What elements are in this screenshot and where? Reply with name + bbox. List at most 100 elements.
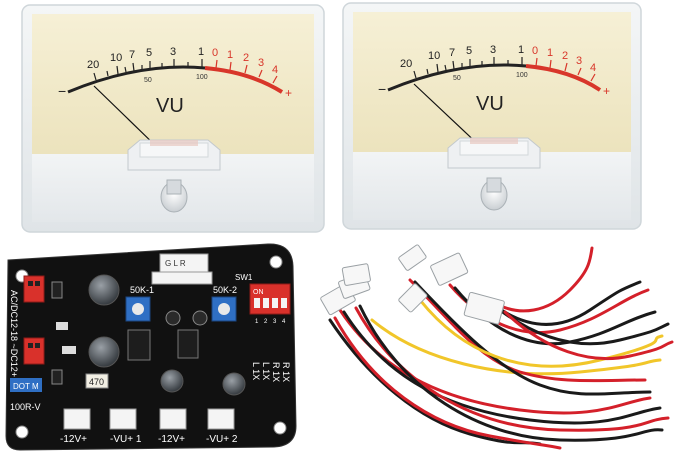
wire-yellow (418, 298, 664, 368)
wire-black (498, 308, 670, 346)
meter-label-red-2: 2 (243, 52, 249, 64)
cap-470-label: 470 (89, 377, 104, 387)
red-terminal-connector (23, 275, 45, 303)
meter-label-10: 10 (110, 52, 122, 64)
wire-harness (328, 246, 674, 450)
meter-label-red-0: 0 (532, 45, 538, 57)
switch-on-label: ON (253, 289, 264, 296)
meter-label-7: 7 (129, 49, 135, 61)
meter-unit-vu: VU (476, 93, 504, 115)
mode-label-r1x-2: R 1X (271, 362, 281, 382)
meter-label-red-1: 1 (547, 47, 553, 59)
model-label: 100R-V (10, 402, 41, 412)
meter-ticks-red (535, 57, 596, 82)
meter-plus: + (285, 86, 292, 100)
meter-ticks-red (215, 59, 278, 84)
ic-chip (127, 329, 151, 361)
meter-minus: − (58, 83, 66, 99)
meter-label-20: 20 (400, 58, 412, 70)
pcb-substrate (5, 243, 297, 451)
meter-label-red-2: 2 (562, 50, 568, 62)
meter-label-1: 1 (518, 44, 524, 56)
capacitor (88, 274, 120, 306)
meter-label-3: 3 (490, 44, 496, 56)
switch-num-2: 2 (264, 319, 268, 325)
meter-label-red-3: 3 (576, 55, 582, 67)
pot2-label: 50K-2 (213, 285, 237, 295)
meter-scale-arc-red (204, 66, 284, 94)
meter-needle (93, 85, 161, 151)
dot-m-block (10, 378, 42, 392)
wire-yellow (370, 318, 662, 376)
meter-label-1: 1 (198, 46, 204, 58)
wire-red (333, 316, 562, 450)
top-conn-label: G L R (165, 259, 186, 268)
meter-label-7: 7 (449, 47, 455, 59)
meter-scale-arc-black (67, 65, 206, 94)
wire-black (492, 280, 642, 326)
wire-black (342, 310, 662, 425)
switch-label: SW1 (235, 273, 253, 282)
capacitor (222, 372, 246, 396)
meter-label-red-1: 1 (227, 49, 233, 61)
pot1-label: 50K-1 (130, 285, 154, 295)
bottom-label-3: -12V+ (158, 434, 185, 445)
meter-label-red-4: 4 (272, 64, 278, 76)
vu-meter-2: 20 10 7 5 3 1 0 1 2 3 4 50 100 − + VU (342, 2, 642, 230)
meter-label-red-3: 3 (258, 57, 264, 69)
dot-m-label: DOT M (13, 382, 39, 391)
jst-plug (430, 252, 469, 286)
jst-plug (398, 283, 428, 313)
capacitor (88, 336, 120, 368)
bottom-label-2: -VU+ 1 (110, 434, 142, 445)
capacitor (160, 369, 184, 393)
bottom-label-4: -VU+ 2 (206, 434, 238, 445)
meter-unit-vu: VU (156, 95, 184, 117)
meter-scale-arc-black (387, 63, 527, 92)
switch-num-4: 4 (282, 319, 286, 325)
cap-470 (85, 373, 109, 389)
harness-connectors (320, 244, 505, 325)
wire-red (408, 278, 647, 383)
ic-chip (177, 329, 199, 359)
pcb-side-label: AC/DC12-18 ~DC12+ (9, 290, 19, 377)
meter-ticks (413, 57, 523, 79)
jst-plug (463, 291, 505, 325)
meter-label-red-4: 4 (590, 62, 596, 74)
switch-num-3: 3 (273, 319, 277, 325)
meter-label-3: 3 (170, 46, 176, 58)
meter-label-5: 5 (146, 47, 152, 59)
wire-black (413, 280, 652, 396)
meter-ticks (93, 59, 203, 81)
bottom-label-1: -12V+ (60, 434, 87, 445)
jst-plug (341, 263, 371, 286)
switch-num-1: 1 (255, 319, 259, 325)
meter-scale-arc-red (525, 64, 602, 92)
vu-meter-1: 20 10 7 5 3 1 0 1 2 3 4 50 100 − + VU (21, 4, 325, 233)
red-terminal-connector (23, 337, 45, 365)
jst-connector-2 (109, 408, 137, 430)
meter-label-red-0: 0 (212, 47, 218, 59)
mount-hole (273, 421, 287, 435)
jst-connector-3 (159, 408, 187, 430)
meter-sub-50: 50 (144, 77, 152, 84)
wire-red (488, 246, 594, 313)
meter-label-5: 5 (466, 45, 472, 57)
mode-label-l1x-2: L 1X (251, 362, 261, 380)
jst-connector-4 (207, 408, 235, 430)
wire-black (358, 304, 664, 442)
jst-plug (398, 244, 427, 271)
meter-sub-100: 100 (196, 74, 208, 81)
meter-needle (413, 83, 483, 149)
mode-label-r1x: R 1X (281, 362, 291, 382)
wire-red (503, 310, 674, 361)
jst-connector-1 (63, 408, 91, 430)
meter-sub-100: 100 (516, 72, 528, 79)
meter-sub-50: 50 (453, 75, 461, 82)
meter-label-10: 10 (428, 50, 440, 62)
meter-plus: + (603, 84, 610, 98)
mount-hole (15, 425, 29, 439)
driver-board: AC/DC12-18 ~DC12+ 470 G L R 50K-1 50K-2 (5, 243, 297, 451)
mode-label-l1x: L 1X (261, 362, 271, 380)
